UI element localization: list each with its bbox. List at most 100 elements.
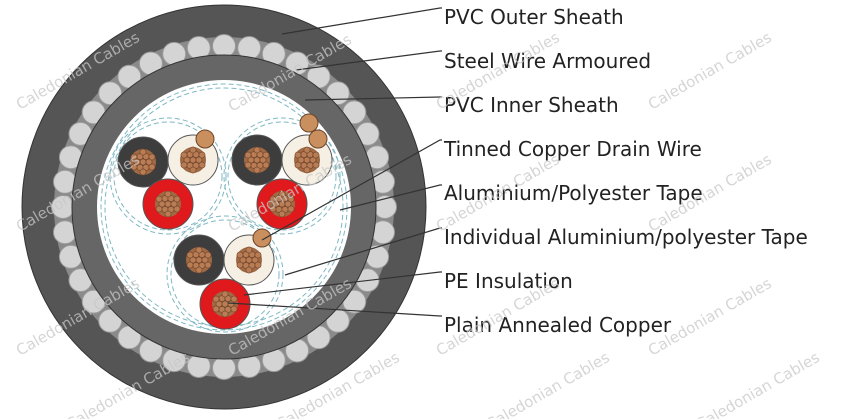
copper-strand [164, 190, 172, 198]
label-steel-wire: Steel Wire Armoured [444, 49, 651, 73]
leader-copper [227, 302, 442, 317]
individual-tape [223, 117, 341, 235]
copper-strand [155, 205, 163, 213]
armour-wire [212, 356, 236, 380]
copper-strand [254, 261, 262, 269]
leader-al-tape [339, 184, 442, 211]
copper-strand [148, 163, 156, 171]
watermark: Caledonian Cables [693, 348, 823, 419]
copper-strand [278, 190, 286, 198]
copper-strand [284, 200, 292, 208]
copper-strand [201, 256, 209, 264]
copper-strand [269, 205, 277, 213]
copper-strand [204, 261, 212, 269]
armour-wire [212, 34, 236, 58]
copper-strand [272, 200, 280, 208]
copper-strand [247, 156, 255, 164]
copper-strand [195, 256, 203, 264]
copper-strand [130, 163, 138, 171]
copper-strand [189, 256, 197, 264]
label-al-tape: Aluminium/Polyester Tape [444, 181, 703, 205]
steel-wire-armour [51, 34, 397, 380]
copper-strand [236, 251, 244, 259]
copper-strand [221, 300, 229, 308]
core [173, 234, 225, 286]
copper-strand [139, 168, 147, 176]
copper-strand [244, 161, 252, 169]
copper-strand [227, 300, 235, 308]
label-pe-insulation: PE Insulation [444, 269, 573, 293]
copper-strand [236, 261, 244, 269]
copper-strand [303, 156, 311, 164]
copper-strand [245, 246, 253, 254]
overall-tape [100, 83, 348, 331]
copper-strand [164, 210, 172, 218]
copper-strand [245, 256, 253, 264]
core [256, 178, 308, 230]
leader-lines [227, 7, 442, 317]
copper-strand [198, 151, 206, 159]
copper-strand [145, 158, 153, 166]
copper-strand [294, 161, 302, 169]
drain-wire [252, 228, 272, 248]
drain-wire [195, 129, 215, 149]
triads [109, 113, 341, 333]
label-copper: Plain Annealed Copper [444, 313, 672, 337]
label-drain-wire: Tinned Copper Drain Wire [443, 137, 702, 161]
copper-strand [297, 156, 305, 164]
copper-strand [262, 161, 270, 169]
individual-tape-inner [227, 121, 337, 231]
copper-strand [180, 151, 188, 159]
label-individual-tape: Individual Aluminium/polyester Tape [444, 225, 808, 249]
leader-inner-sheath [304, 96, 442, 101]
copper-strand [195, 246, 203, 254]
copper-strand [158, 200, 166, 208]
copper-strand [253, 166, 261, 174]
copper-strand [173, 205, 181, 213]
copper-strand [164, 200, 172, 208]
copper-strand [230, 295, 238, 303]
triad [223, 113, 341, 235]
copper-strand [269, 195, 277, 203]
copper-strand [309, 156, 317, 164]
copper-strand [133, 158, 141, 166]
copper-strand [239, 256, 247, 264]
armour-wire [98, 308, 123, 333]
copper-strand [198, 161, 206, 169]
copper-strand [244, 151, 252, 159]
copper-strand [189, 146, 197, 154]
copper-strand [186, 261, 194, 269]
individual-tape-inner [113, 121, 223, 231]
copper-strand [312, 151, 320, 159]
copper-strand [155, 195, 163, 203]
copper-strand [287, 205, 295, 213]
copper-strand [186, 251, 194, 259]
label-inner-sheath: PVC Inner Sheath [444, 93, 619, 117]
copper-strand [139, 148, 147, 156]
copper-strand [303, 166, 311, 174]
copper-strand [215, 300, 223, 308]
component-labels: PVC Outer Sheath Steel Wire Armoured PVC… [443, 5, 808, 337]
copper-strand [221, 290, 229, 298]
copper-strand [212, 305, 220, 313]
copper-strand [183, 156, 191, 164]
copper-strand [254, 251, 262, 259]
copper-strand [221, 310, 229, 318]
copper-strand [173, 195, 181, 203]
copper-strand [212, 295, 220, 303]
triad [166, 215, 284, 333]
core [142, 178, 194, 230]
copper-strand [189, 166, 197, 174]
copper-strand [262, 151, 270, 159]
copper-strand [195, 156, 203, 164]
copper-strand [230, 305, 238, 313]
copper-strand [148, 153, 156, 161]
individual-tape [109, 117, 227, 235]
copper-strand [189, 156, 197, 164]
copper-strand [195, 266, 203, 274]
copper-strand [170, 200, 178, 208]
triad [109, 117, 227, 235]
leader-outer-sheath [281, 7, 442, 35]
drain-wire [308, 129, 328, 149]
